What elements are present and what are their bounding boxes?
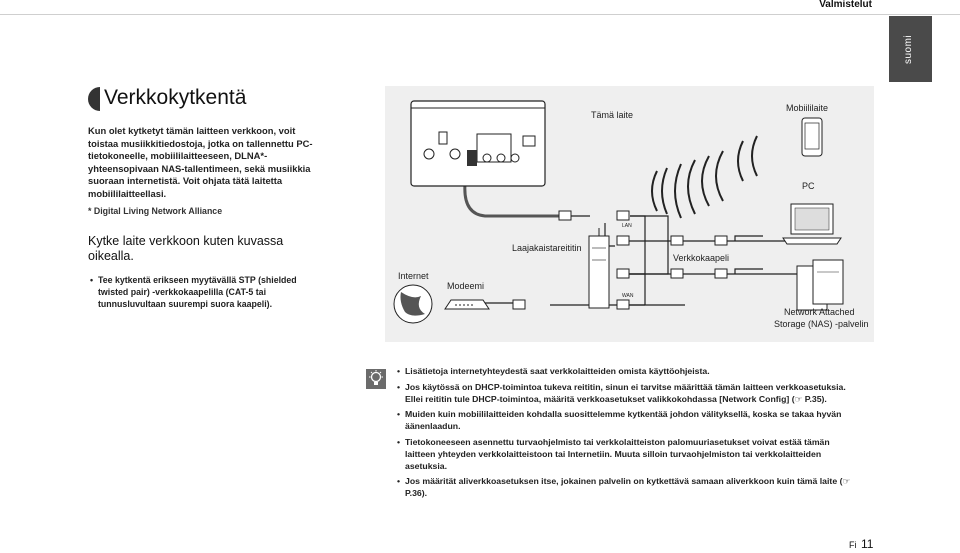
label-nas-line1: Network Attached <box>784 307 855 317</box>
footnote: * Digital Living Network Alliance <box>88 206 223 216</box>
smartphone-icon <box>801 117 823 157</box>
ethernet-plug-icon <box>558 210 572 221</box>
tip-item: Jos määrität aliverkkoasetuksen itse, jo… <box>397 476 859 500</box>
instruction-text: Tee kytkentä erikseen myytävällä STP (sh… <box>98 275 297 309</box>
subheading: Kytke laite verkkoon kuten kuvassa oikea… <box>88 234 284 263</box>
label-mobile: Mobiililaite <box>786 103 829 113</box>
tips-icon-box <box>366 369 386 389</box>
router-icon <box>588 228 610 309</box>
modem-icon <box>444 299 490 310</box>
ethernet-plug-icon <box>714 235 728 246</box>
ethernet-plug-icon <box>616 235 630 246</box>
label-this-unit: Tämä laite <box>591 110 634 120</box>
ethernet-plug-icon <box>616 299 630 310</box>
tip-item: Lisätietoja internetyhteydestä saat verk… <box>397 366 859 378</box>
label-modem: Modeemi <box>447 281 485 291</box>
language-tab-label: suomi <box>903 34 914 64</box>
tip-item: Tietokoneeseen asennettu turvaohjelmisto… <box>397 437 859 472</box>
ethernet-plug-icon <box>616 210 630 221</box>
language-tab: suomi <box>889 16 932 82</box>
globe-icon <box>393 284 433 324</box>
label-router: Laajakaistareititin <box>512 243 582 253</box>
ethernet-plug-icons <box>512 210 728 310</box>
label-wan-port: WAN <box>622 293 634 299</box>
receiver-unit-icon <box>410 100 546 187</box>
tips-list: Lisätietoja internetyhteydestä saat verk… <box>397 366 859 504</box>
laptop-icon <box>782 203 842 245</box>
network-diagram: Tämä laite Mobiililaite PC Internet Mode… <box>385 86 874 342</box>
section-title: Valmistelut <box>819 0 872 10</box>
lightbulb-icon <box>369 370 383 385</box>
ethernet-plug-icon <box>512 299 526 310</box>
ethernet-plug-icon <box>670 235 684 246</box>
page-number: Fi 11 <box>849 535 873 553</box>
title-marker-icon <box>88 87 100 111</box>
intro-paragraph: Kun olet kytketyt tämän laitteen verkkoo… <box>88 125 313 199</box>
page-number-value: 11 <box>860 537 874 551</box>
ethernet-plug-icon <box>714 268 728 279</box>
page-prefix: Fi <box>849 540 857 550</box>
wifi-waves-icon <box>651 135 758 219</box>
label-lan-port: LAN <box>622 223 632 229</box>
instruction-bullet: •Tee kytkentä erikseen myytävällä STP (s… <box>90 274 320 310</box>
ethernet-plug-icon <box>616 268 630 279</box>
ethernet-plug-icon <box>670 268 684 279</box>
tip-item: Jos käytössä on DHCP-toimintoa tukeva re… <box>397 382 859 406</box>
label-pc: PC <box>802 181 815 191</box>
page-title: Verkkokytkentä <box>104 86 247 109</box>
header-bar: Valmistelut <box>0 0 960 15</box>
label-cable: Verkkokaapeli <box>673 253 730 263</box>
tip-item: Muiden kuin mobiililaitteiden kohdalla s… <box>397 409 859 433</box>
network-diagram-svg <box>393 100 844 324</box>
label-nas-line2: Storage (NAS) -palvelin <box>774 319 869 329</box>
label-internet: Internet <box>398 271 429 281</box>
nas-server-icon <box>796 259 844 311</box>
